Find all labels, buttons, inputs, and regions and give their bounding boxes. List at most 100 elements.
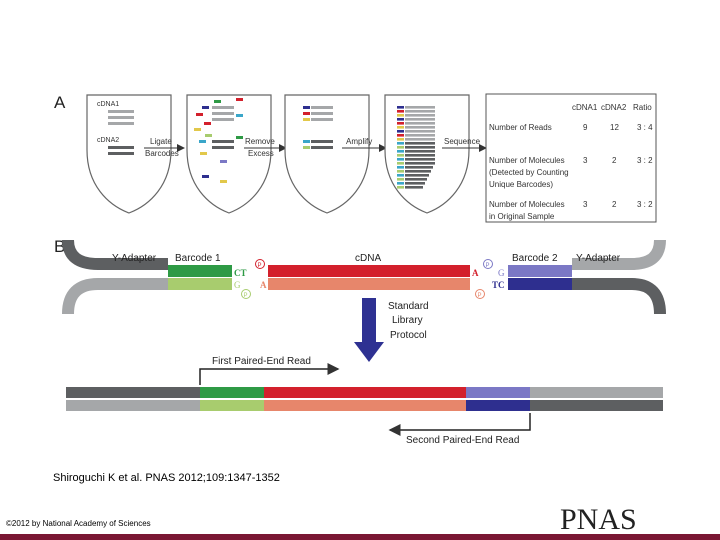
row3-label-line2: in Original Sample: [489, 212, 555, 221]
second-read-arrow: [388, 413, 531, 436]
protocol-down-arrow: [354, 298, 384, 362]
read-barcode: [397, 126, 404, 129]
y-adapter-right-bottom-curve: [572, 278, 666, 315]
read-barcode: [397, 174, 404, 177]
read-cdna: [405, 110, 435, 113]
read-cdna: [405, 114, 435, 117]
product-bottom-barcode1: [200, 400, 264, 411]
read-barcode: [397, 170, 404, 173]
step-ligate-line2: Barcodes: [145, 149, 179, 158]
protocol-line2: Library: [392, 315, 423, 326]
overhang-tc: TC: [492, 280, 505, 290]
tube-2: [186, 94, 272, 214]
product-top-adapter-left: [66, 387, 200, 398]
read-cdna: [405, 130, 435, 133]
read-cdna: [405, 158, 435, 161]
barcode2-top-strand: [508, 265, 572, 277]
product-bottom-adapter-right: [530, 400, 663, 411]
table-header-cdna1: cDNA1: [572, 103, 598, 112]
protocol-line3: Protocol: [390, 330, 427, 341]
overhang-g-left: G: [234, 280, 241, 290]
tube-3: [284, 94, 370, 214]
read-barcode: [397, 138, 404, 141]
product-bottom-cdna: [264, 400, 466, 411]
product-bottom-barcode2: [466, 400, 530, 411]
tube1-cdna2-label: cDNA2: [97, 137, 119, 144]
results-table: cDNA1 cDNA2 Ratio Number of Reads 9 12 3…: [485, 93, 657, 223]
pnas-logo: PNAS: [560, 503, 637, 536]
read-barcode: [397, 146, 404, 149]
first-read-label: First Paired-End Read: [212, 356, 311, 367]
row2-cdna1: 3: [583, 156, 588, 165]
phosphate-mark-4: P: [475, 289, 485, 299]
overhang-a-right: A: [472, 268, 479, 278]
phosphate-2-label: P: [244, 293, 248, 299]
product-top-cdna: [264, 387, 466, 398]
read-cdna: [405, 166, 433, 169]
y-adapter-left-top-curve: [62, 239, 168, 270]
read-cdna: [405, 150, 435, 153]
read-barcode: [397, 110, 404, 113]
read-cdna: [405, 178, 427, 181]
step-amplify: Amplify: [346, 137, 372, 146]
row3-cdna2: 2: [612, 200, 617, 209]
read-barcode: [397, 142, 404, 145]
product-top-barcode2: [466, 387, 530, 398]
overhang-g-right: G: [498, 268, 505, 278]
cdna-top-strand: [268, 265, 470, 277]
barcode1-top-strand: [168, 265, 232, 277]
footer-bar: [0, 534, 720, 540]
panel-a-label: A: [54, 93, 66, 112]
phosphate-mark-3: P: [483, 259, 493, 269]
row3-ratio: 3 : 2: [637, 200, 653, 209]
read-barcode: [397, 186, 404, 189]
product-top-adapter-right: [530, 387, 663, 398]
read-cdna: [405, 142, 435, 145]
panel-b-label: B: [54, 237, 65, 256]
copyright-text: ©2012 by National Academy of Sciences: [6, 519, 151, 528]
read-cdna: [405, 146, 435, 149]
row3-cdna1: 3: [583, 200, 588, 209]
tube-4: [384, 94, 470, 214]
tube1-cdna1-label: cDNA1: [97, 101, 119, 108]
read-barcode: [397, 150, 404, 153]
read-cdna: [405, 174, 429, 177]
first-read-arrow: [199, 363, 340, 385]
phosphate-mark-1: P: [255, 259, 265, 269]
y-adapter-left-label: Y-Adapter: [112, 253, 157, 264]
read-barcode: [397, 114, 404, 117]
tube-1: cDNA1 cDNA2: [86, 94, 172, 214]
read-cdna: [405, 122, 435, 125]
row1-cdna1: 9: [583, 123, 588, 132]
read-barcode: [397, 106, 404, 109]
read-cdna: [405, 106, 435, 109]
read-barcode: [397, 118, 404, 121]
barcode2-bottom-strand: [508, 278, 572, 290]
read-barcode: [397, 182, 404, 185]
barcode1-label: Barcode 1: [175, 253, 221, 264]
row2-label-line1: Number of Molecules: [489, 156, 565, 165]
read-barcode: [397, 178, 404, 181]
row3-label-line1: Number of Molecules: [489, 200, 565, 209]
read-barcode: [397, 134, 404, 137]
read-cdna: [405, 126, 435, 129]
y-adapter-right-top-curve: [572, 239, 666, 270]
read-barcode: [397, 154, 404, 157]
step-remove-line1: Remove: [245, 137, 275, 146]
product-bottom-adapter-left: [66, 400, 200, 411]
read-barcode: [397, 162, 404, 165]
y-adapter-right-label: Y-Adapter: [576, 253, 621, 264]
phosphate-4-label: P: [478, 293, 482, 299]
read-barcode: [397, 130, 404, 133]
read-cdna: [405, 138, 435, 141]
overhang-ct: CT: [234, 268, 247, 278]
read-cdna: [405, 134, 435, 137]
cdna-label: cDNA: [355, 253, 381, 264]
table-header-cdna2: cDNA2: [601, 103, 627, 112]
row2-label-line3: Unique Barcodes): [489, 180, 553, 189]
read-barcode: [397, 158, 404, 161]
read-cdna: [405, 118, 435, 121]
table-header-ratio: Ratio: [633, 103, 652, 112]
protocol-line1: Standard: [388, 301, 429, 312]
